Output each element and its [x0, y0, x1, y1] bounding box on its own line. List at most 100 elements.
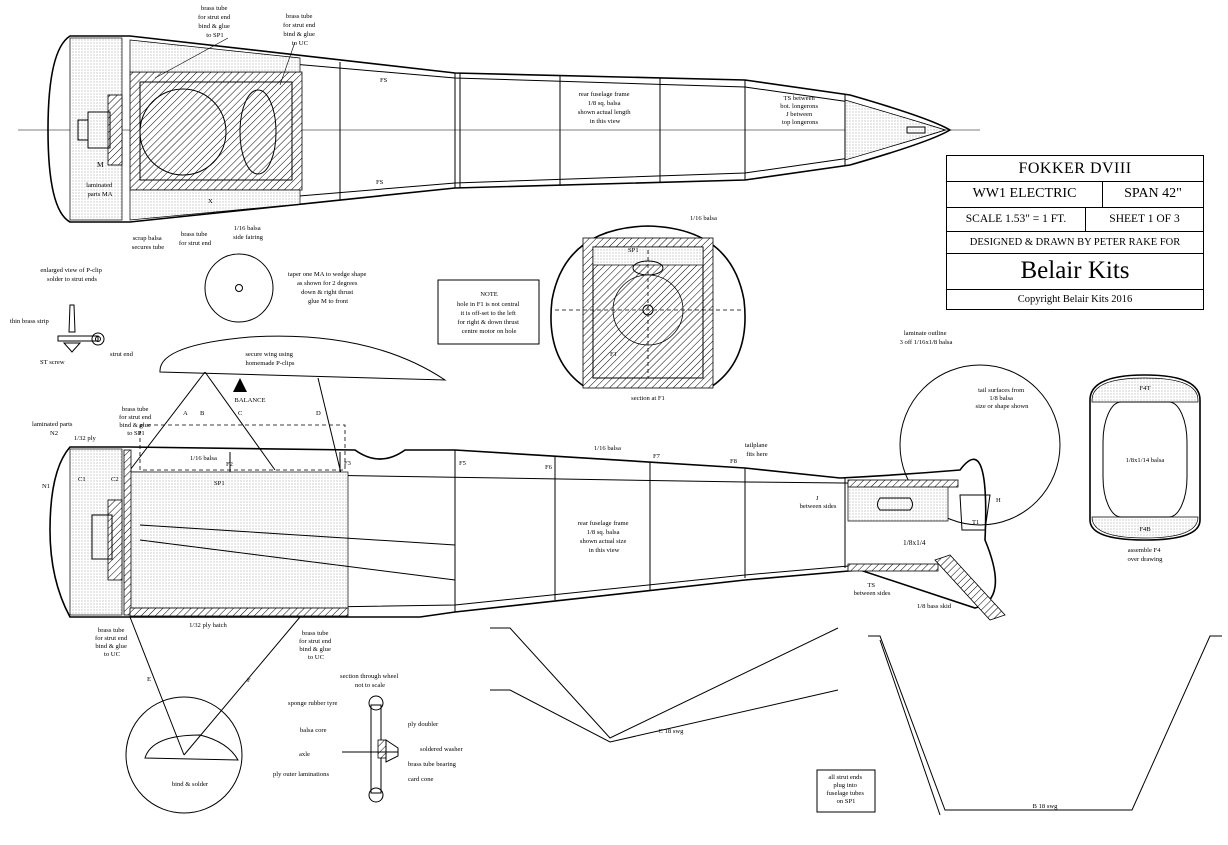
side-skid: 1/8 bass skid	[917, 603, 952, 610]
hidden-outline	[139, 424, 346, 471]
balance-label: BALANCE	[234, 397, 265, 404]
title-span: SPAN 42"	[1124, 186, 1182, 201]
f4-detail: F4T F4B 1/8x1/14 balsa assemble F4 over …	[1089, 374, 1201, 563]
tail-j-strip	[847, 479, 959, 488]
title-type: WW1 ELECTRIC	[947, 181, 1103, 207]
pclip-screw	[68, 304, 76, 333]
tail-skid	[934, 554, 1006, 621]
side-view-hatch-strip	[129, 607, 349, 617]
f1-sp1-band	[592, 246, 704, 266]
wire-parts: C 18 swg B 18 swg all strut ends plug in…	[490, 627, 1222, 816]
top-view-rear-frame: rear fuselage frame 1/8 sq. balsa shown …	[578, 91, 632, 125]
strut-label-c: C	[238, 410, 243, 417]
title-brand: Belair Kits	[947, 253, 1203, 290]
side-view-motor	[91, 514, 113, 560]
wheel-bind: bind & solder	[172, 781, 209, 788]
side-view-bay	[129, 471, 349, 611]
strut-b	[204, 371, 276, 471]
pclip-screw-head	[62, 342, 82, 353]
tail-ts-strip	[847, 563, 939, 572]
pclip-st-screw: ST screw	[40, 359, 65, 366]
f4-top-block	[1091, 377, 1199, 403]
title-scale: SCALE 1.53" = 1 FT.	[947, 207, 1086, 231]
f1-sp1: SP1	[628, 247, 639, 254]
title-designer: DESIGNED & DRAWN BY PETER RAKE FOR	[947, 231, 1203, 254]
taper-disc-hole	[235, 284, 243, 292]
top-view-m-label: M	[97, 160, 104, 169]
side-n1: N1	[42, 483, 50, 490]
uc-label-e: E	[147, 676, 151, 683]
wheel-cone-label: card cone	[408, 776, 434, 783]
title-copyright: Copyright Belair Kits 2016	[1017, 293, 1133, 305]
f1-outline	[550, 225, 746, 388]
side-view: secure wing using homemade P-clips BALAN…	[32, 330, 1061, 814]
f1-balsa-label: 1/16 balsa	[690, 215, 717, 222]
strut-note: all strut ends plug into fuselage tubes …	[826, 774, 865, 805]
side-view-nose-laminations	[107, 499, 123, 581]
wire-c-label: C 18 swg	[659, 728, 685, 735]
side-ply-hatch: 1/32 ply hatch	[189, 622, 227, 629]
wheel-axle-fairing	[144, 734, 239, 761]
wing-section	[159, 335, 447, 381]
wire-b-inner	[879, 639, 941, 816]
uc-leg-f	[183, 616, 301, 756]
side-view-fairing-line	[139, 539, 456, 581]
f4-bottom-block	[1091, 516, 1199, 539]
note-box	[437, 279, 540, 345]
uc-leg-e	[129, 616, 185, 756]
note-title: NOTE	[480, 291, 498, 298]
fin-outline	[899, 364, 1061, 526]
top-view-skid-slot	[906, 126, 926, 134]
wire-c-lower	[490, 689, 839, 743]
top-view: brass tube for strut end bind & glue to …	[18, 5, 980, 251]
top-view-strut-tube-uc: brass tube for strut end bind & glue to …	[283, 13, 317, 47]
pclip-loop	[91, 332, 105, 346]
top-view-ts-note: TS between bot. longerons J between top …	[780, 95, 819, 126]
pclip-brass-strip: thin brass strip	[10, 318, 50, 325]
strut-label-a: A	[183, 410, 188, 417]
side-h: H	[996, 497, 1001, 504]
side-t1: T1	[972, 519, 979, 526]
top-view-bay-hole	[139, 88, 227, 176]
side-view-firewall	[123, 449, 132, 616]
wire-b	[868, 635, 1222, 811]
wheel-title: section through wheel not to scale	[340, 673, 400, 689]
wheel-doubler: ply doubler	[408, 721, 439, 728]
f4-f4b: F4B	[1139, 526, 1151, 533]
wheel-section: section through wheel not to scale spong…	[273, 673, 463, 803]
side-ply132: 1/32 ply	[74, 435, 96, 442]
title-row-type: WW1 ELECTRIC SPAN 42"	[947, 181, 1203, 208]
f4-outline	[1089, 374, 1201, 541]
wheel-tyre-top	[368, 695, 384, 711]
top-view-strut-tube-sp1: brass tube for strut end bind & glue to …	[198, 5, 232, 39]
top-view-fairing-top	[129, 39, 301, 73]
side-sp1: SP1	[214, 480, 225, 487]
tail-block	[847, 482, 949, 522]
secure-wing-label: secure wing using homemade P-clips	[245, 351, 295, 367]
tail-slot	[877, 497, 913, 511]
side-balsa116-top: 1/16 balsa	[594, 445, 621, 452]
f4-caption: assemble F4 over drawing	[1128, 547, 1164, 563]
tail-t1	[959, 494, 991, 531]
top-view-laminated-ma	[107, 94, 123, 166]
side-view-fairing-line	[139, 524, 456, 546]
wheel-tyre: sponge rubber tyre	[288, 700, 338, 707]
top-view-outline	[47, 35, 952, 223]
top-view-fs-bottom: FS	[376, 179, 384, 186]
side-f7: F7	[653, 453, 661, 460]
f1-section: 1/16 balsa SP1 F1 section at F1	[550, 215, 746, 402]
taper-note: taper one MA to wedge shape as shown for…	[288, 271, 368, 305]
top-view-bay-frame	[129, 71, 303, 191]
title-row-scale: SCALE 1.53" = 1 FT. SHEET 1 OF 3	[947, 207, 1203, 232]
leader	[279, 41, 296, 86]
side-f6: F6	[545, 464, 553, 471]
side-brass-uc-left: brass tube for strut end bind & glue to …	[95, 627, 129, 658]
title-aircraft: FOKKER DVIII	[947, 156, 1203, 182]
strut-label-b: B	[200, 410, 205, 417]
side-ts-between: TS between sides	[854, 582, 891, 597]
side-balsa116: 1/16 balsa	[190, 455, 217, 462]
side-n2: N2	[50, 430, 58, 437]
title-block: FOKKER DVIII WW1 ELECTRIC SPAN 42" SCALE…	[946, 155, 1204, 310]
strut-label-d: D	[316, 410, 321, 417]
